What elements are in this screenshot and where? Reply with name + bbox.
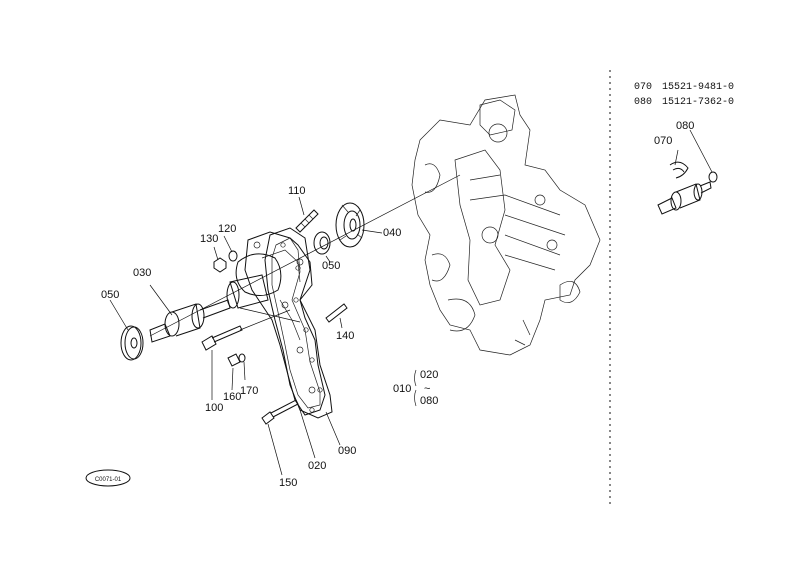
assembly-bracket bbox=[414, 369, 417, 407]
washer-120 bbox=[228, 250, 238, 262]
assembly-first: 020 bbox=[420, 369, 438, 381]
callout-130: 130 bbox=[200, 233, 218, 245]
figure-code: C0071-01 bbox=[85, 469, 131, 487]
flange-left bbox=[120, 325, 144, 361]
bolt-160 bbox=[227, 353, 241, 367]
bolt-150 bbox=[261, 399, 299, 425]
callout-170: 170 bbox=[240, 385, 258, 397]
stud-bolt-110 bbox=[295, 209, 319, 233]
assembly-tilde: ~ bbox=[424, 383, 430, 395]
callout-140: 140 bbox=[336, 330, 354, 342]
part-list-code: 080 bbox=[634, 97, 652, 108]
callout-050-left: 050 bbox=[101, 289, 119, 301]
part-list-code: 070 bbox=[634, 82, 652, 93]
callout-110: 110 bbox=[288, 185, 306, 197]
mechanical-seal bbox=[313, 231, 331, 255]
callout-100: 100 bbox=[205, 402, 223, 414]
part-list-number: 15121-7362-0 bbox=[662, 97, 734, 108]
callout-160: 160 bbox=[223, 391, 241, 403]
gasket-inner bbox=[271, 237, 321, 409]
callout-090: 090 bbox=[338, 445, 356, 457]
callout-070: 070 bbox=[654, 135, 672, 147]
callout-040: 040 bbox=[383, 227, 401, 239]
figure-code-label: C0071-01 bbox=[95, 477, 122, 483]
assembly-group-010: 010 020 080 ~ bbox=[393, 369, 438, 407]
callout-150: 150 bbox=[279, 477, 297, 489]
assembly-last: 080 bbox=[420, 395, 438, 407]
callout-030: 030 bbox=[133, 267, 151, 279]
part-list: 070 15521-9481-0 080 15121-7362-0 bbox=[634, 82, 734, 108]
leader-lines bbox=[109, 129, 713, 476]
shaft-bearing bbox=[149, 299, 231, 343]
callout-010: 010 bbox=[393, 383, 411, 395]
callout-080: 080 bbox=[676, 120, 694, 132]
callout-020: 020 bbox=[308, 460, 326, 472]
impeller bbox=[335, 202, 365, 248]
sub-assembly-070-080 bbox=[657, 161, 718, 215]
part-list-number: 15521-9481-0 bbox=[662, 82, 734, 93]
bolt-100 bbox=[201, 325, 243, 351]
callout-050-center: 050 bbox=[322, 260, 340, 272]
stud-bolt-140 bbox=[325, 303, 348, 323]
engine-block bbox=[411, 94, 601, 356]
gasket-holes bbox=[280, 242, 323, 413]
water-pump-body bbox=[226, 231, 326, 416]
callout-120: 120 bbox=[218, 223, 236, 235]
washer-170 bbox=[238, 353, 246, 363]
nut-130 bbox=[213, 257, 227, 273]
callout-labels: 110 120 130 030 050 040 050 140 100 160 … bbox=[101, 120, 694, 489]
